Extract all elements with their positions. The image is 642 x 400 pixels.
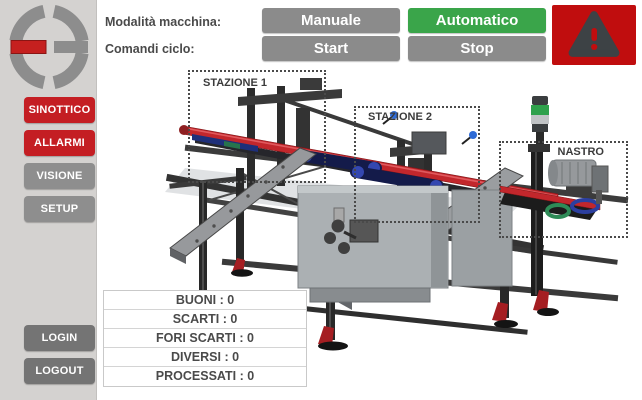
alarm-button[interactable] [552,5,636,65]
automatico-button[interactable]: Automatico [408,8,546,33]
counter-label: FORI SCARTI [156,331,236,345]
cycle-label: Comandi ciclo: [105,42,195,56]
counter-row-scarti: SCARTI : 0 [104,310,306,329]
counter-row-buoni: BUONI : 0 [104,291,306,310]
counter-separator: : [236,369,248,383]
sidebar-item-visione[interactable]: VISIONE [24,163,95,189]
counter-row-fori-scarti: FORI SCARTI : 0 [104,329,306,348]
counter-row-processati: PROCESSATI : 0 [104,367,306,386]
counter-separator: : [220,350,233,364]
stop-button[interactable]: Stop [408,36,546,61]
stazione-2-label: STAZIONE 2 [368,111,432,123]
counter-value: 0 [247,331,254,345]
counter-separator: : [219,312,231,326]
stazione-1-label: STAZIONE 1 [203,77,267,89]
nastro-label: NASTRO [557,146,604,158]
sidebar-item-setup[interactable]: SETUP [24,196,95,222]
counter-value: 0 [232,350,240,364]
start-button[interactable]: Start [262,36,400,61]
nastro-region: NASTRO [499,141,628,238]
counter-label: SCARTI [172,312,220,326]
stazione-2-region: STAZIONE 2 [354,106,480,223]
stazione-1-region: STAZIONE 1 [188,70,326,183]
sidebar-item-sinottico[interactable]: SINOTTICO [24,97,95,123]
sidebar: SINOTTICO ALLARMI VISIONE SETUP LOGIN LO… [0,0,97,400]
counter-label: PROCESSATI [155,369,237,383]
login-button[interactable]: LOGIN [24,325,95,351]
counter-label: DIVERSI [170,350,221,364]
logout-button[interactable]: LOGOUT [24,358,95,384]
counter-separator: : [216,293,228,307]
counter-row-diversi: DIVERSI : 0 [104,348,306,367]
mode-label: Modalità macchina: [105,15,221,29]
brand-logo-icon [2,0,96,94]
counter-label: BUONI [175,293,217,307]
counter-value: 0 [247,369,255,383]
manuale-button[interactable]: Manuale [262,8,400,33]
warning-triangle-icon [566,9,622,62]
counter-value: 0 [227,293,235,307]
counter-value: 0 [230,312,238,326]
counter-separator: : [235,331,247,345]
sidebar-item-allarmi[interactable]: ALLARMI [24,130,95,156]
production-counters: BUONI : 0 SCARTI : 0 FORI SCARTI : 0 DIV… [103,290,307,387]
